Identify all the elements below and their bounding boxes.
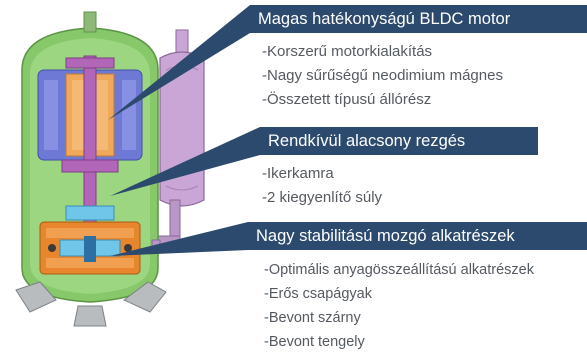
motor-feature-list: -Korszerű motorkialakítás -Nagy sűrűségű… [262, 40, 503, 112]
motor-callout-title: Magas hatékonyságú BLDC motor [250, 5, 587, 33]
list-item: -Bevont szárny [264, 310, 361, 326]
list-item: -2 kiegyenlítő súly [262, 189, 383, 206]
moving-parts-callout-title: Nagy stabilitású mozgó alkatrészek [248, 222, 587, 250]
list-item: -Ikerkamra [262, 165, 334, 182]
list-item: -Erős csapágyak [264, 286, 372, 302]
list-item: -Nagy sűrűségű neodimium mágnes [262, 67, 503, 84]
list-item: -Optimális anyagösszeállítású alkatrésze… [264, 262, 534, 278]
list-item: -Bevont tengely [264, 334, 365, 350]
list-item: -Korszerű motorkialakítás [262, 43, 433, 60]
pump-mechanism [39, 205, 141, 275]
callout-pointer-vibration [110, 127, 260, 196]
list-item: -Összetett típusú állórész [262, 91, 432, 108]
callout-pointer-motor [108, 5, 250, 120]
vibration-callout-title: Rendkívül alacsony rezgés [260, 127, 538, 155]
vibration-feature-list: -Ikerkamra -2 kiegyenlítő súly [262, 162, 382, 210]
callout-pointer-parts [110, 222, 248, 256]
moving-parts-feature-list: -Optimális anyagösszeállítású alkatrésze… [264, 258, 534, 354]
